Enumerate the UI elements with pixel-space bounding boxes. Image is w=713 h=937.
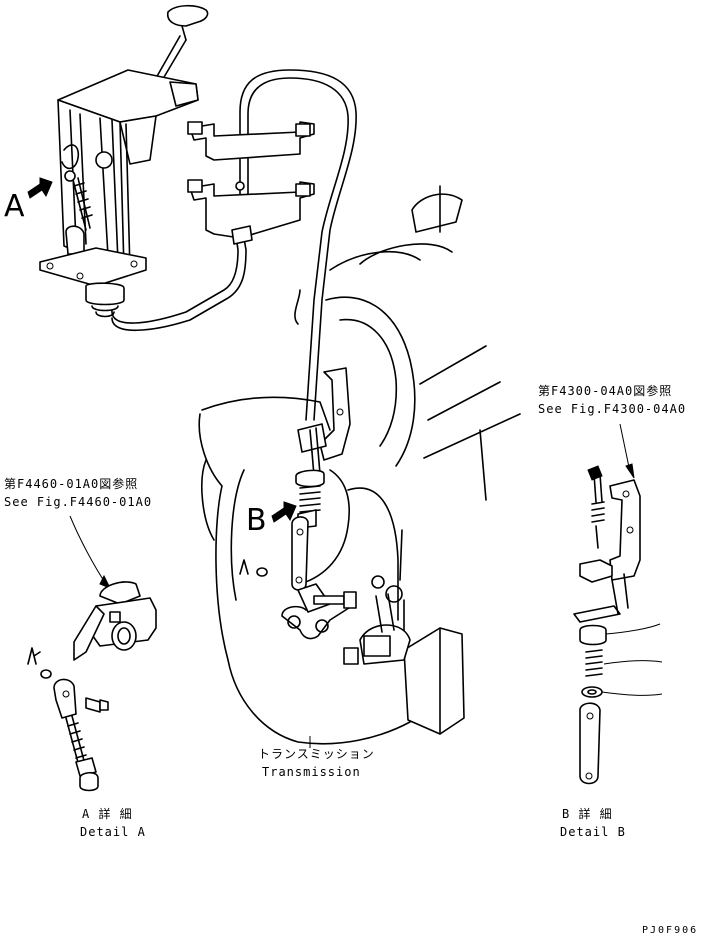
- transmission-jp-label: トランスミッション: [258, 747, 375, 761]
- ref-b-jp: 第F4300-04A0図参照: [538, 384, 673, 398]
- ref-a-jp: 第F4460-01A0図参照: [4, 477, 139, 491]
- detail-a-jp-label: A 詳 細: [82, 807, 133, 821]
- transmission-en-label: Transmission: [262, 765, 361, 779]
- ref-a-en: See Fig.F4460-01A0: [4, 495, 153, 509]
- arrow-b-icon: [271, 501, 297, 523]
- arrow-a-icon: [27, 177, 53, 199]
- callout-a-label: A: [4, 189, 25, 224]
- figure-code: PJ0F906: [642, 925, 699, 936]
- detail-b-jp-label: B 詳 細: [562, 807, 613, 821]
- cable-brackets: [187, 121, 315, 245]
- detail-b-drawing: [573, 423, 663, 785]
- lever-assembly: [39, 4, 209, 318]
- detail-b-en-label: Detail B: [560, 825, 626, 839]
- transmission-body: [198, 185, 521, 745]
- ref-b-en: See Fig.F4300-04A0: [538, 402, 687, 416]
- control-cable: [111, 69, 357, 421]
- detail-a-drawing: [27, 515, 157, 792]
- center-linkage: [239, 367, 357, 640]
- detail-a-en-label: Detail A: [80, 825, 146, 839]
- callout-b-label: B: [246, 503, 267, 538]
